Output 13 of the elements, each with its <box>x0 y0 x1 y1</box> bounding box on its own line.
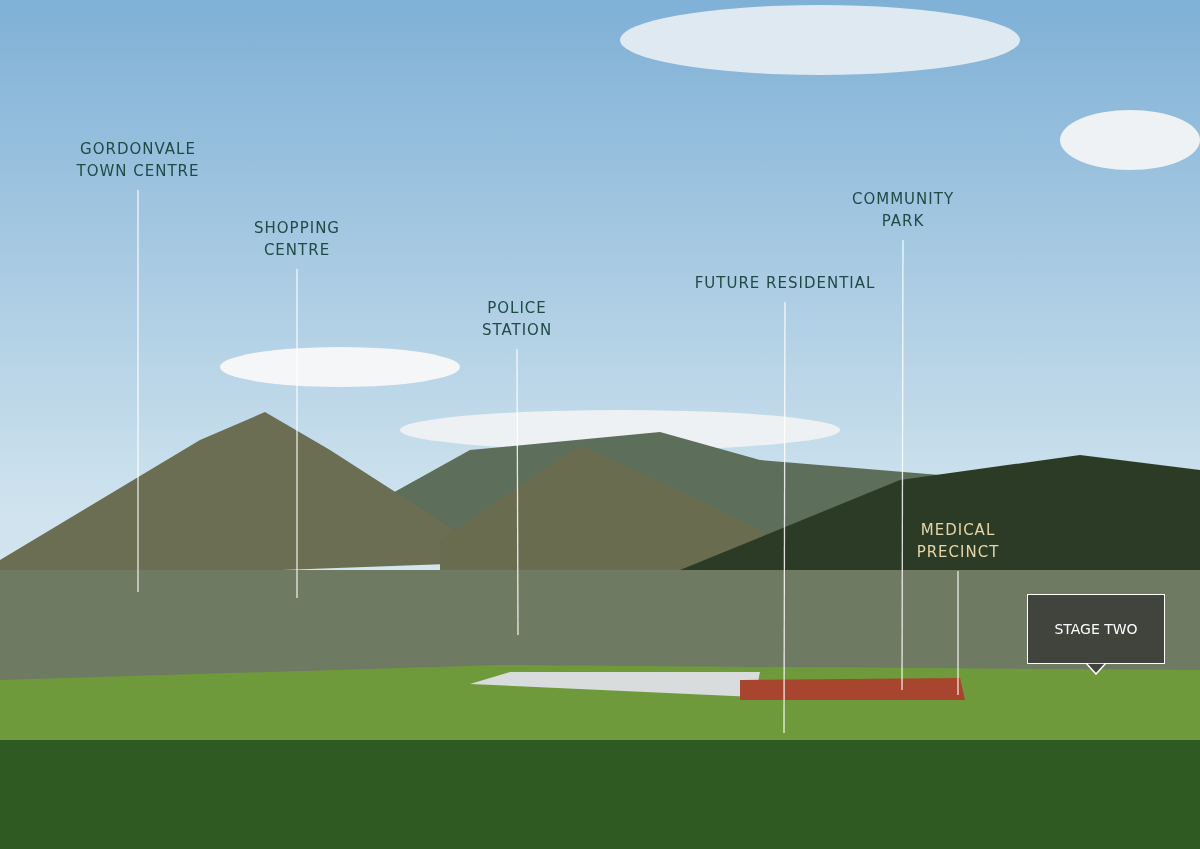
place-label: GORDONVALE TOWN CENTRE <box>63 138 213 182</box>
callout-box: STAGE TWO <box>1027 594 1165 664</box>
place-label: SHOPPING CENTRE <box>222 217 372 261</box>
place-label: FUTURE RESIDENTIAL <box>690 272 880 294</box>
place-label: POLICE STATION <box>457 297 577 341</box>
leader-line <box>137 189 139 593</box>
leader-line <box>516 348 519 636</box>
place-label: COMMUNITY PARK <box>838 188 968 232</box>
place-label: MEDICAL PRECINCT <box>915 519 1001 563</box>
leader-line <box>296 268 298 599</box>
leader-line <box>783 301 786 734</box>
leader-line <box>957 570 959 696</box>
leader-line <box>901 239 904 691</box>
